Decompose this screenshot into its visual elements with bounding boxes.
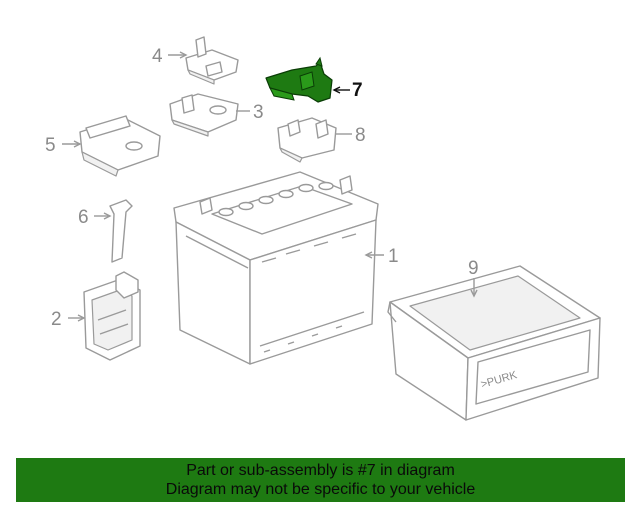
callout-9: 9	[468, 258, 479, 279]
part-1-battery	[173, 171, 379, 365]
part-4-bracket	[185, 36, 239, 85]
part-5-cover	[79, 115, 161, 177]
arrow-7	[332, 86, 341, 94]
part-8-cover	[277, 117, 337, 163]
arrow-1	[364, 251, 373, 259]
arrow-6	[103, 212, 112, 220]
callout-7: 7	[352, 80, 363, 101]
part-9-tray	[387, 265, 601, 421]
arrow-2	[77, 314, 86, 322]
part-6-rod	[109, 199, 133, 263]
parts-diagram: 4 3 7 5 8 6	[45, 36, 601, 421]
part-3-clamp	[169, 93, 239, 137]
callout-6: 6	[78, 207, 89, 228]
info-banner: Part or sub-assembly is #7 in diagram Di…	[16, 458, 625, 502]
banner-line-2: Diagram may not be specific to your vehi…	[165, 481, 476, 498]
part-2-bracket	[83, 271, 141, 361]
callout-5: 5	[45, 135, 56, 156]
callout-1: 1	[388, 246, 399, 267]
arrow-4	[179, 51, 188, 59]
arrow-5	[73, 140, 82, 148]
banner-line-1: Part or sub-assembly is #7 in diagram	[186, 462, 455, 479]
callout-3: 3	[253, 102, 264, 123]
arrow-9	[470, 289, 478, 298]
callout-8: 8	[355, 125, 366, 146]
part-7-highlighted	[265, 56, 333, 103]
callout-4: 4	[152, 46, 163, 67]
callout-2: 2	[51, 309, 62, 330]
